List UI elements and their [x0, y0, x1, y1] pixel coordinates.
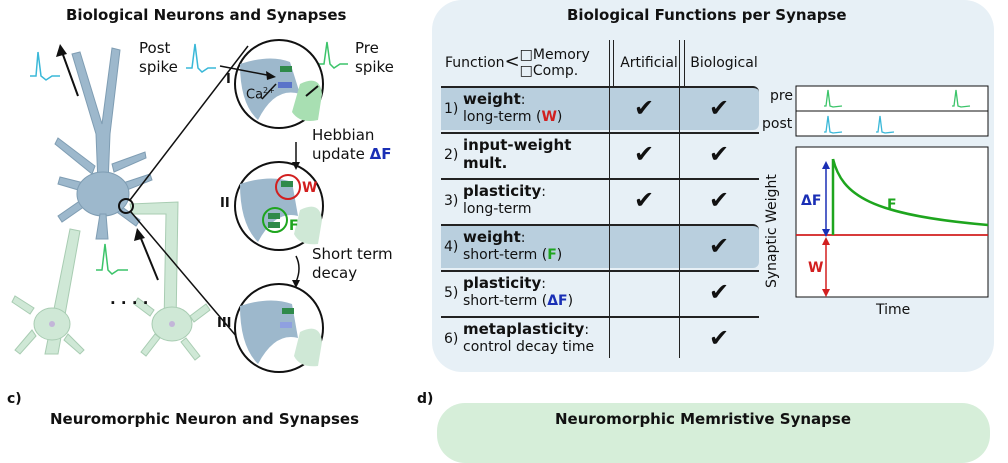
- calcium-label: Ca2+: [246, 86, 275, 102]
- col-sep-2: [679, 40, 680, 358]
- functions-table: Function< □Memory □Comp. Artificial Biol…: [441, 40, 763, 86]
- check-artificial: ✔: [633, 140, 655, 168]
- function-row-name: input-weight: [463, 136, 572, 154]
- f-marker-label: F: [289, 218, 299, 234]
- stage-ii-label: II: [220, 196, 230, 211]
- weight-plot: [795, 146, 989, 298]
- check-biological: ✔: [708, 232, 730, 260]
- function-row-name: weight: [463, 228, 521, 246]
- function-row-name: plasticity: [463, 182, 542, 200]
- hebbian-update-label: Hebbian update ΔF: [312, 126, 392, 164]
- post-spike-line2: spike: [139, 58, 178, 76]
- function-row-number: 2): [444, 147, 459, 163]
- function-row: 3)plasticity:long-term✔✔: [441, 178, 759, 222]
- function-row-detail: mult.: [463, 154, 508, 172]
- function-row: 4)weight:short-term (F)✔: [441, 224, 759, 268]
- header-artificial: Artificial: [620, 55, 678, 71]
- calcium-text: Ca: [246, 87, 264, 103]
- function-row-mark: W: [541, 109, 557, 125]
- function-row: 1)weight:long-term (W)✔✔: [441, 86, 759, 130]
- stage-i-label: I: [226, 72, 231, 87]
- header-biological-cell: Biological: [684, 40, 763, 86]
- pre-spike-line2: spike: [355, 58, 394, 76]
- function-row-name: metaplasticity: [463, 320, 585, 338]
- function-row: 5)plasticity:short-term (ΔF)✔: [441, 270, 759, 314]
- functions-header-row: Function< □Memory □Comp. Artificial Biol…: [441, 40, 763, 86]
- panel-c-title: Neuromorphic Neuron and Synapses: [50, 410, 360, 428]
- function-row-number: 5): [444, 285, 459, 301]
- hebbian-line2: update: [312, 145, 365, 163]
- function-row-number: 3): [444, 193, 459, 209]
- plot-f: F: [887, 197, 897, 213]
- function-row-mark: ΔF: [547, 293, 568, 309]
- panel-d-label: d): [417, 391, 434, 407]
- function-row-number: 1): [444, 101, 459, 117]
- function-row-detail: long-term (W): [463, 109, 563, 125]
- function-row-detail: short-term (F): [463, 247, 563, 263]
- w-marker-label: W: [302, 180, 318, 196]
- function-row-mark: F: [547, 247, 557, 263]
- function-row-number: 6): [444, 331, 459, 347]
- plot-delta-f: ΔF: [801, 193, 822, 209]
- pre-spike-line1: Pre: [355, 39, 379, 57]
- check-artificial: ✔: [633, 94, 655, 122]
- plot-ylabel: Synaptic Weight: [764, 174, 780, 288]
- post-spike-label: Post spike: [139, 39, 178, 77]
- pre-spike-label: Pre spike: [355, 39, 394, 77]
- function-row: 6)metaplasticity:control decay time✔: [441, 316, 759, 360]
- spike-raster: [795, 85, 989, 137]
- function-row-name: plasticity: [463, 274, 542, 292]
- raster-post-label: post: [762, 116, 793, 132]
- plot-xlabel: Time: [876, 302, 911, 318]
- short-term-line2: decay: [312, 264, 358, 282]
- col-sep-1: [609, 40, 610, 358]
- raster-pre-label: pre: [770, 88, 793, 104]
- hebbian-line1: Hebbian: [312, 126, 375, 144]
- check-artificial: ✔: [633, 186, 655, 214]
- short-term-line1: Short term: [312, 245, 393, 263]
- stage-iii-label: III: [217, 316, 232, 331]
- header-comp: Comp.: [532, 63, 579, 79]
- panel-d-title: Neuromorphic Memristive Synapse: [555, 410, 852, 428]
- neuron-ellipsis: · · · ·: [110, 294, 149, 312]
- hebbian-delta-f: ΔF: [369, 145, 392, 163]
- header-function-cell: Function< □Memory □Comp.: [445, 47, 590, 79]
- functions-title: Biological Functions per Synapse: [567, 6, 847, 24]
- header-artificial-cell: Artificial: [613, 40, 684, 86]
- header-function: Function: [445, 55, 505, 71]
- panel-c-label: c): [7, 391, 22, 407]
- post-spike-line1: Post: [139, 39, 171, 57]
- calcium-charge: 2+: [263, 86, 275, 95]
- check-biological: ✔: [708, 324, 730, 352]
- header-biological: Biological: [690, 55, 758, 71]
- function-row-number: 4): [444, 239, 459, 255]
- function-row-detail: long-term: [463, 201, 532, 217]
- check-biological: ✔: [708, 140, 730, 168]
- header-memory: Memory: [532, 47, 590, 63]
- function-row-name: weight: [463, 90, 521, 108]
- check-biological: ✔: [708, 278, 730, 306]
- check-biological: ✔: [708, 94, 730, 122]
- function-row-detail: short-term (ΔF): [463, 293, 574, 309]
- check-biological: ✔: [708, 186, 730, 214]
- function-row-detail: control decay time: [463, 339, 595, 355]
- left-title: Biological Neurons and Synapses: [66, 6, 347, 24]
- biological-neuron-diagram: [11, 39, 348, 373]
- short-term-decay-label: Short term decay: [312, 245, 393, 283]
- plot-w: W: [808, 260, 824, 276]
